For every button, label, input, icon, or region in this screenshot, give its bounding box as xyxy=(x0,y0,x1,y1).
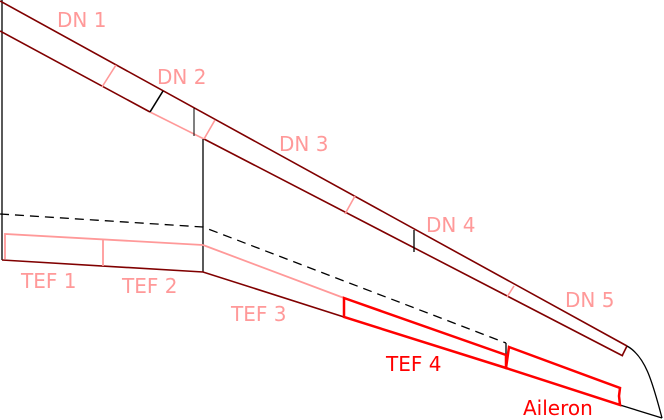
tef3-label: TEF 3 xyxy=(230,302,286,326)
dn1-label: DN 1 xyxy=(57,8,106,32)
wingtip-trailing-line xyxy=(619,404,663,419)
aileron-label: Aileron xyxy=(523,396,593,420)
trailing-edge-line xyxy=(1,259,345,318)
tef3-outline xyxy=(202,244,345,299)
tef1-label: TEF 1 xyxy=(20,269,76,293)
tef1-tef2-outline xyxy=(4,233,204,259)
dn5-divider xyxy=(506,285,515,298)
dn2-divider xyxy=(149,90,164,113)
dn3-divider xyxy=(344,195,356,215)
dn1-divider xyxy=(101,64,117,88)
tef4-label: TEF 4 xyxy=(385,352,441,376)
dn3-label: DN 3 xyxy=(279,132,328,156)
dn2-label: DN 2 xyxy=(157,65,206,89)
tef2-label: TEF 2 xyxy=(121,274,177,298)
leading-edge-line xyxy=(0,0,628,347)
aileron-surface[interactable] xyxy=(504,345,622,407)
dn4-label: DN 4 xyxy=(426,213,475,237)
rear-spar-dashed-line xyxy=(0,213,507,344)
leading-edge-strip-inner-line xyxy=(0,30,151,113)
dn3-start-divider xyxy=(203,119,216,140)
wingtip-curve xyxy=(626,345,663,419)
dn2-inner-edge xyxy=(149,111,205,140)
strip-end-cap xyxy=(621,345,628,357)
dn5-label: DN 5 xyxy=(565,288,614,312)
